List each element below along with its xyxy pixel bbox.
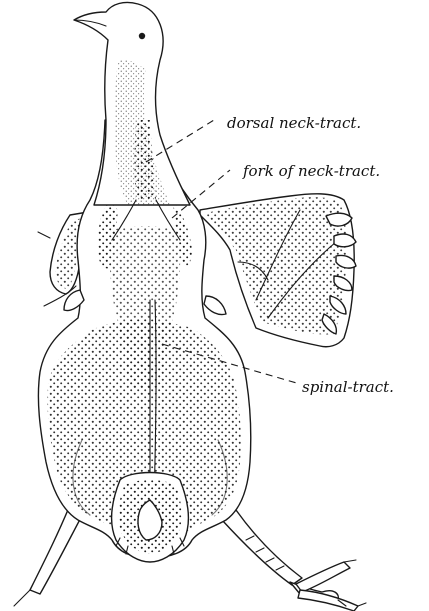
- label-dorsal-neck-tract: dorsal neck-tract.: [227, 114, 361, 132]
- label-fork-of-neck-tract: fork of neck-tract.: [242, 162, 380, 180]
- right-leg-foot: [222, 510, 366, 611]
- tail: [112, 473, 189, 563]
- right-wing: [200, 194, 356, 347]
- label-spinal-tract: spinal-tract.: [302, 378, 394, 396]
- eye: [139, 33, 145, 39]
